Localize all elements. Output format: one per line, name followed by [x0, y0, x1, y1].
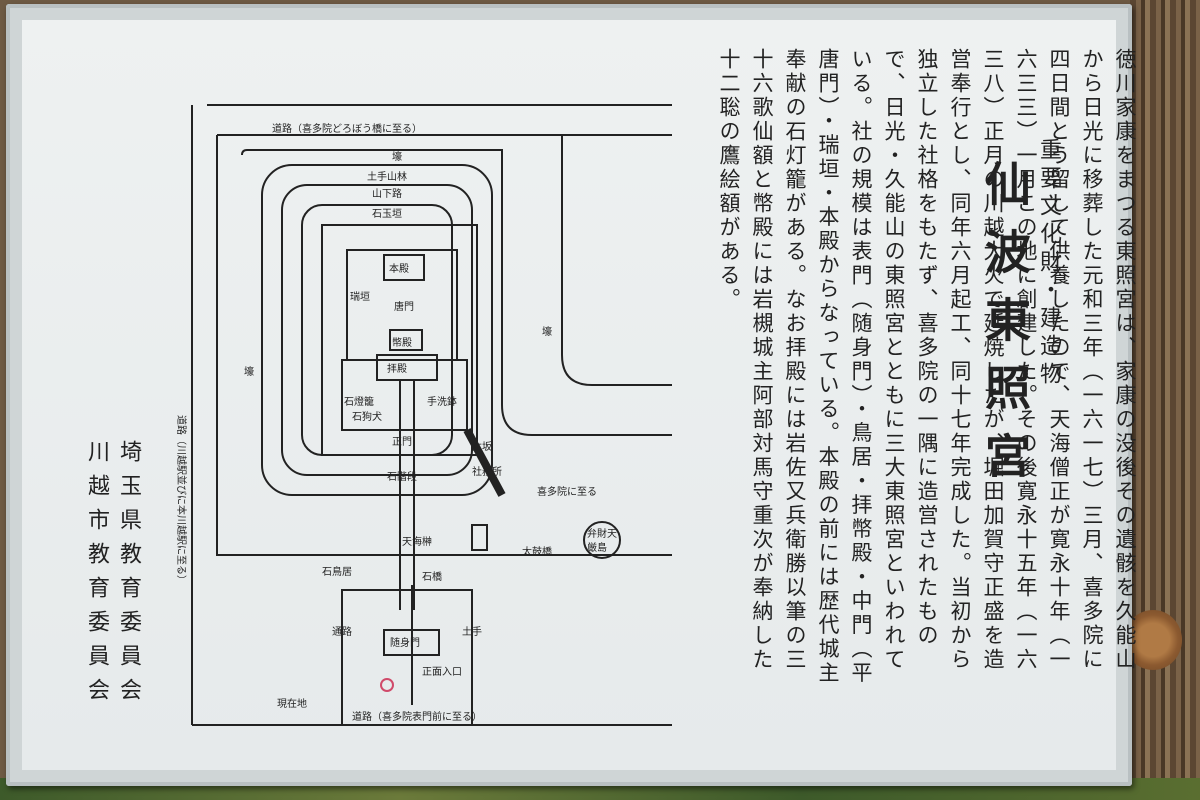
benzaiten-island [583, 521, 621, 559]
ishi-kaidan-label: 石階段 [387, 470, 417, 483]
body-paragraph: 徳川家康をまつる東照宮は、家康の没後その遺骸を久能山から日光に移葬した元和三年（… [717, 48, 1137, 686]
ishi-tamagaki-label: 石玉垣 [372, 208, 402, 220]
moat-label: 壕 [392, 150, 402, 163]
zuishinmon-label: 随身門 [390, 636, 420, 649]
yama-shitamichi-label: 山下路 [372, 187, 402, 200]
haiden-label: 拝殿 [387, 362, 407, 375]
onnazaka-stairs [463, 428, 506, 497]
karamon-label: 唐門 [394, 300, 414, 313]
sign-title: 仙波東照宮 [978, 160, 1032, 500]
shamusho-label: 社務所 [472, 465, 502, 478]
taikobashi-label: 太鼓橋 [522, 545, 552, 558]
moat-outer [216, 135, 672, 556]
dote-label: 土手 [462, 625, 482, 638]
ishi-komainu-label: 石狗犬 [352, 410, 382, 423]
terrace-2 [281, 184, 473, 476]
moat-inner [241, 149, 672, 436]
onnazaka-label: 女坂 [472, 440, 492, 453]
gate-area [341, 589, 473, 726]
ishibashi-label: 石橋 [422, 570, 442, 583]
haiden-box [376, 354, 438, 381]
shamusho-building [471, 524, 488, 551]
issuer-saitama: 埼玉県教育委員会 [116, 440, 141, 712]
itsukushima-label: 厳島 [587, 541, 607, 554]
precinct [341, 359, 468, 431]
heiden-label: 幣殿 [392, 337, 412, 349]
tree-trunk [1124, 0, 1200, 800]
shomen-iriguchi-label: 正面入口 [422, 667, 462, 678]
issuer-kawagoe: 川越市教育委員会 [84, 440, 109, 712]
tenkai-sakaki-label: 天海榊 [402, 535, 432, 548]
tearai-label: 手洗鉢 [427, 395, 457, 408]
bark-knot [1124, 610, 1182, 670]
genzaichi-label: 現在地 [277, 697, 307, 710]
moat-left-label: 壕 [244, 365, 254, 378]
sign-body: 徳川家康をまつる東照宮は、家康の没後その遺骸を久能山から日光に移葬した元和三年（… [712, 48, 1141, 688]
road-bottom-label: 道路（喜多院表門前に至る） [352, 710, 482, 723]
road-left-label: 道路（川越駅並びに本川越駅に至る） [175, 415, 188, 585]
sign-panel: 重要文化財・建造物 仙波東照宮 徳川家康をまつる東照宮は、家康の没後その遺骸を久… [22, 20, 1137, 770]
shomon-label: 正門 [392, 436, 412, 448]
terrace-1 [261, 164, 493, 496]
road-top-label: 道路（喜多院どろぼう橋に至る） [272, 122, 422, 135]
honden-box [383, 254, 425, 281]
site-map: 道路（喜多院どろぼう橋に至る） 道路（喜多院表門前に至る） 喜多院に至る 壕 土… [175, 104, 672, 726]
sign-subtitle: 重要文化財・建造物 [1036, 138, 1061, 390]
heiden-box [389, 329, 423, 351]
genzaichi-marker [380, 678, 394, 692]
tsuro-label: 通路 [332, 625, 352, 638]
honden-label: 本殿 [389, 262, 409, 275]
moat-right [561, 135, 672, 386]
sign-board: 重要文化財・建造物 仙波東照宮 徳川家康をまつる東照宮は、家康の没後その遺骸を久… [6, 4, 1137, 786]
mizugaki-label: 瑞垣 [350, 291, 370, 303]
zuishinmon-box [383, 629, 440, 656]
benzaiten-label: 弁財天 [587, 527, 617, 540]
ishi-torii-label: 石鳥居 [322, 565, 352, 578]
to-kitain-label: 喜多院に至る [537, 485, 597, 498]
moat-right-label: 壕 [542, 325, 552, 338]
dote-yamabayashi-label: 土手山林 [367, 170, 407, 183]
ishi-toro-label: 石燈籠 [344, 395, 374, 408]
